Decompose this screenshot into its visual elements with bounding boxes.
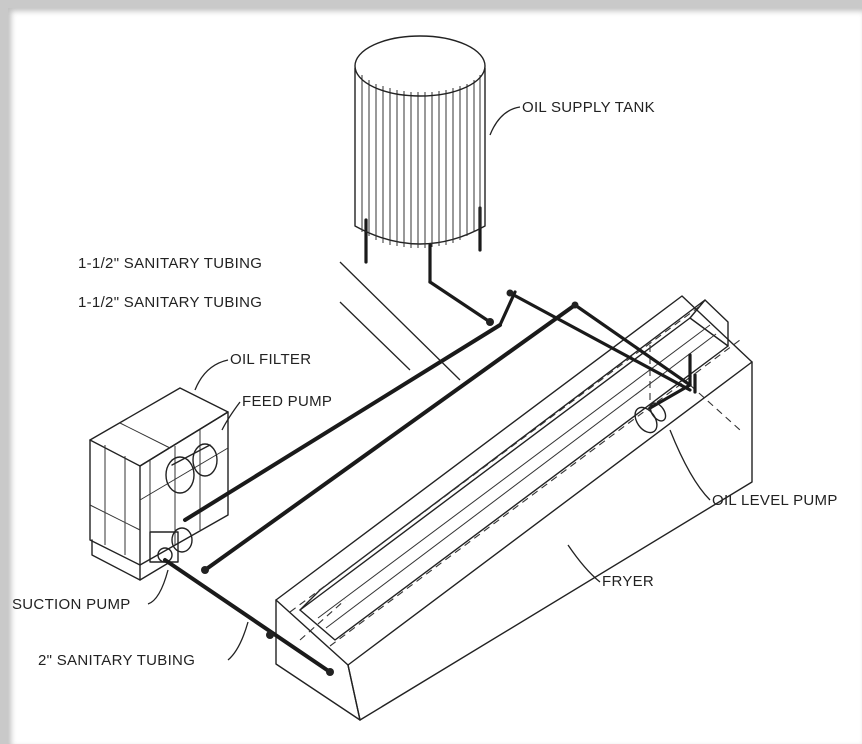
label-oil-supply-tank: OIL SUPPLY TANK [522, 99, 655, 116]
suction-pump [149, 527, 193, 563]
oil-level-pump [634, 402, 667, 434]
label-sanitary-tubing-upper: 1-1/2" SANITARY TUBING [78, 255, 262, 272]
label-suction-pump: SUCTION PUMP [12, 596, 131, 613]
feed-pump [165, 443, 218, 494]
label-feed-pump: FEED PUMP [242, 393, 332, 410]
label-fryer: FRYER [602, 573, 654, 590]
sanitary-tubing-pipes [163, 280, 697, 676]
label-sanitary-tubing-lower: 1-1/2" SANITARY TUBING [78, 294, 262, 311]
oil-filter-unit [89, 387, 229, 581]
label-leaders [147, 106, 711, 661]
oil-supply-tank [354, 35, 486, 284]
label-oil-level-pump: OIL LEVEL PUMP [712, 492, 838, 509]
fryer [275, 295, 753, 721]
label-oil-filter: OIL FILTER [230, 351, 311, 368]
label-sanitary-tubing-2in: 2" SANITARY TUBING [38, 652, 195, 669]
